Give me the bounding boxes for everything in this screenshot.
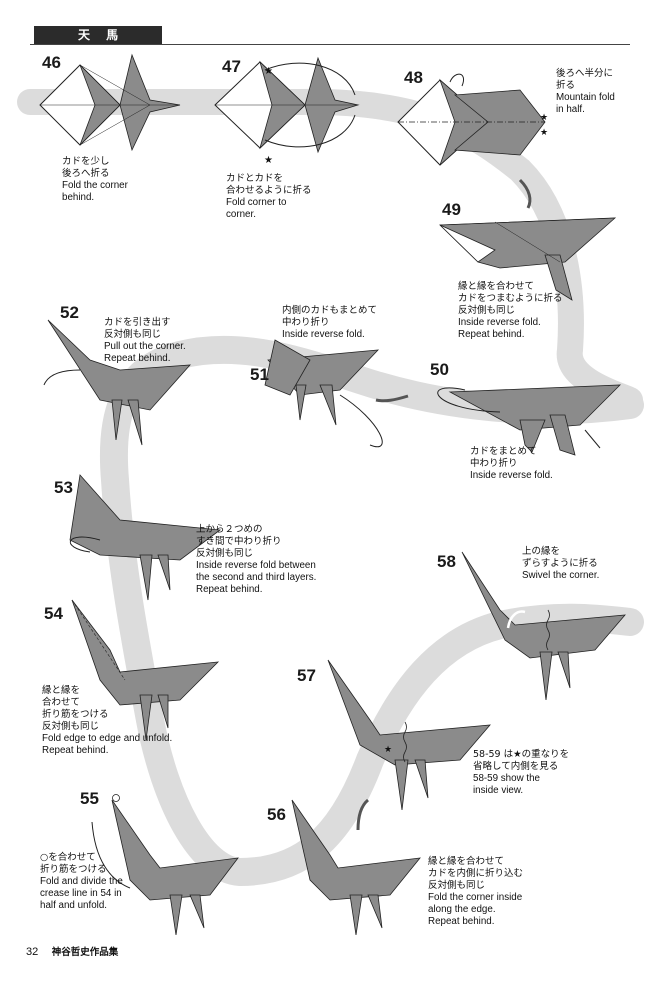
- step-46-figure: [39, 53, 181, 152]
- svg-text:★: ★: [264, 66, 273, 77]
- step-50-caption: カドをまとめて中わり折り Inside reverse fold.: [470, 446, 553, 481]
- step-56-figure: [291, 798, 421, 936]
- step-number: 52: [60, 303, 79, 322]
- step-number: 50: [430, 360, 449, 379]
- step-number: 54: [44, 604, 63, 623]
- step-number: 51: [250, 365, 269, 384]
- step-54-caption: 縁と縁を合わせて折り筋をつける反対側も同じ Fold edge to edge …: [42, 685, 173, 756]
- step-52-caption: カドを引き出す反対側も同じ Pull out the corner.Repeat…: [104, 317, 186, 364]
- step-53-figure: [69, 474, 222, 601]
- step-48-figure: ★ ★: [397, 73, 548, 166]
- step-number: 56: [267, 805, 286, 824]
- header-rule: [30, 44, 630, 45]
- step-54-figure: [71, 599, 220, 741]
- step-58-caption: 上の縁をずらすように折る Swivel the corner.: [522, 546, 600, 581]
- step-number: 55: [80, 789, 99, 808]
- step-number: 53: [54, 478, 73, 497]
- step-number: 47: [222, 57, 241, 76]
- step-55-figure: [91, 794, 239, 936]
- step-number: 48: [404, 68, 423, 87]
- step-51-caption: 内側のカドもまとめて中わり折り Inside reverse fold.: [282, 305, 378, 340]
- book-title: 神谷哲史作品集: [51, 947, 119, 958]
- svg-text:★: ★: [384, 745, 392, 755]
- step-50-figure: [437, 384, 622, 456]
- step-57-figure: ★: [327, 659, 491, 811]
- step-49-figure: [439, 178, 617, 301]
- page-number: 32: [26, 946, 39, 958]
- chapter-title-tab: 天 馬: [34, 26, 162, 44]
- svg-text:★: ★: [540, 113, 548, 123]
- step-number: 46: [42, 53, 61, 72]
- step-51-figure: [264, 339, 409, 448]
- step-49-caption: 縁と縁を合わせてカドをつまむように折る反対側も同じ Inside reverse…: [458, 281, 563, 340]
- step-52-figure: [43, 319, 191, 446]
- page-footer: 32 神谷哲史作品集: [26, 944, 118, 958]
- step-47-figure: ★ ★: [214, 56, 360, 166]
- step-number: 58: [437, 552, 456, 571]
- step-number: 57: [297, 666, 316, 685]
- step-number: 49: [442, 200, 461, 219]
- svg-text:★: ★: [540, 128, 548, 138]
- step-53-caption: 上から２つめのすき間で中わり折り反対側も同じ Inside reverse fo…: [196, 524, 317, 595]
- svg-text:★: ★: [264, 155, 273, 166]
- step-58-figure: [461, 551, 626, 701]
- step-56-caption: 縁と縁を合わせてカドを内側に折り込む反対側も同じ Fold the corner…: [428, 856, 524, 927]
